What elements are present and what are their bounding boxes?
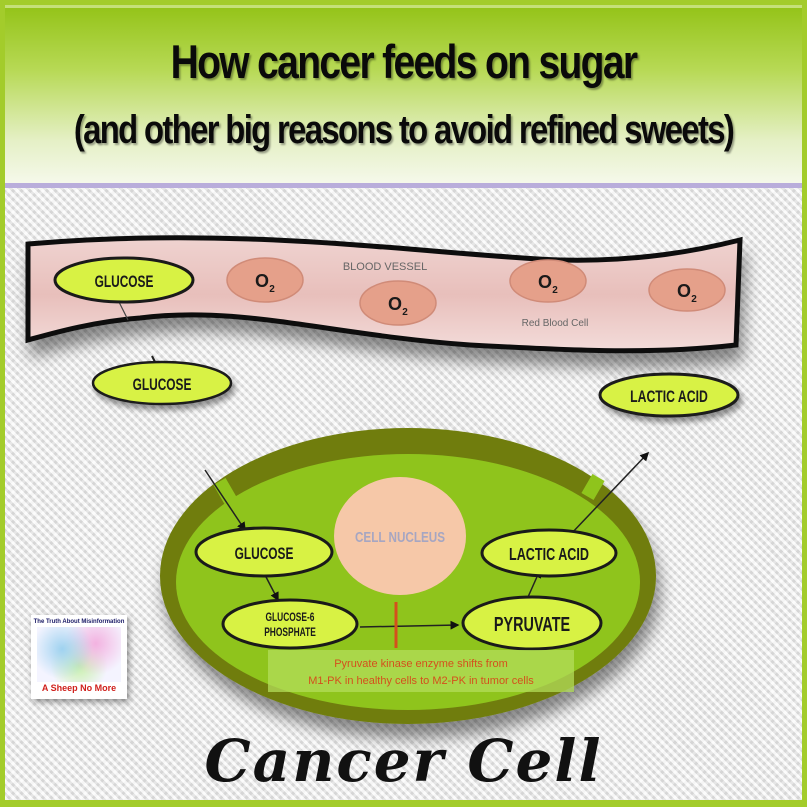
svg-text:O: O — [677, 281, 691, 301]
svg-text:O: O — [255, 271, 269, 291]
oxygen-cell: O 2 — [648, 268, 726, 312]
outside-glucose-bubble: GLUCOSE — [91, 360, 233, 406]
page-title: How cancer feeds on sugar — [170, 35, 638, 88]
svg-text:M1-PK in healthy cells to M2-P: M1-PK in healthy cells to M2-PK in tumor… — [308, 675, 534, 687]
header-divider — [5, 183, 802, 188]
svg-text:PHOSPHATE: PHOSPHATE — [264, 627, 316, 640]
cell-glucose-bubble: GLUCOSE — [194, 526, 334, 578]
page-subtitle: (and other big reasons to avoid refined … — [73, 108, 735, 152]
oxygen-cell: O 2 — [226, 257, 304, 303]
oxygen-cell: O 2 — [359, 280, 437, 326]
svg-text:O: O — [388, 294, 402, 314]
oxygen-cell: O 2 — [509, 259, 587, 303]
cell-lactic-acid-bubble: LACTIC ACID — [480, 528, 618, 578]
header-banner — [5, 5, 802, 185]
red-blood-cell-label: Red Blood Cell — [522, 318, 589, 329]
pyruvate-label: PYRUVATE — [494, 613, 570, 636]
cancer-cell-title: Cancer Cell — [204, 727, 603, 795]
logo-artwork — [37, 627, 121, 682]
outside-lactic-acid-bubble: LACTIC ACID — [598, 372, 740, 418]
cell-lactic-acid-label: LACTIC ACID — [509, 545, 589, 565]
svg-text:GLUCOSE-6: GLUCOSE-6 — [266, 612, 315, 625]
svg-text:O: O — [538, 272, 552, 292]
sheep-no-more-logo: The Truth About Misinformation A Sheep N… — [31, 615, 127, 699]
outside-lactic-acid-label: LACTIC ACID — [630, 388, 708, 406]
svg-text:2: 2 — [691, 294, 697, 305]
svg-text:2: 2 — [269, 284, 275, 295]
cell-glucose-label: GLUCOSE — [235, 545, 294, 564]
pyruvate-bubble: PYRUVATE — [461, 595, 603, 651]
vessel-glucose-label: GLUCOSE — [95, 273, 154, 292]
svg-text:2: 2 — [402, 307, 408, 318]
blood-vessel-label: BLOOD VESSEL — [343, 261, 427, 273]
svg-text:Pyruvate kinase enzyme shifts: Pyruvate kinase enzyme shifts from — [334, 658, 508, 670]
outside-glucose-label: GLUCOSE — [133, 376, 192, 395]
cell-nucleus: CELL NUCLEUS — [334, 477, 466, 595]
vessel-glucose-bubble: GLUCOSE — [53, 256, 195, 304]
cell-nucleus-label: CELL NUCLEUS — [355, 529, 445, 546]
svg-text:2: 2 — [552, 285, 558, 296]
enzyme-note: Pyruvate kinase enzyme shifts from M1-PK… — [268, 650, 574, 692]
glucose-6-phosphate-bubble: GLUCOSE-6 PHOSPHATE — [221, 598, 359, 650]
